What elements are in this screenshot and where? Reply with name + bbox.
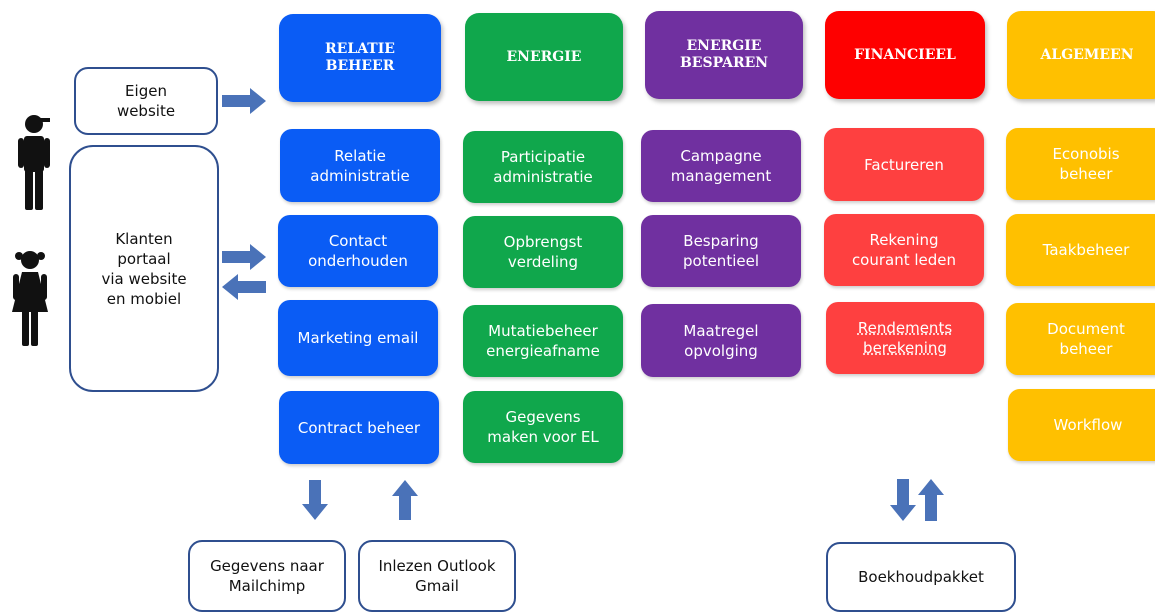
tile-taakbeheer: Taakbeheer — [1006, 214, 1155, 286]
tile-relatie-administratie: Relatie administratie — [280, 129, 440, 202]
tile-participatie-administratie: Participatie administratie — [463, 131, 623, 203]
tile-econobis-beheer: Econobis beheer — [1006, 128, 1155, 200]
header-algemeen: ALGEMEEN — [1007, 11, 1155, 99]
klanten-portaal-box: Klanten portaal via website en mobiel — [69, 145, 219, 392]
arrow-down-icon — [302, 480, 328, 520]
tile-factureren: Factureren — [824, 128, 984, 201]
arrow-right-icon — [222, 244, 266, 270]
header-financieel: FINANCIEEL — [825, 11, 985, 99]
header-energie: ENERGIE — [465, 13, 623, 101]
arrow-down-icon — [890, 479, 916, 521]
tile-contact-onderhouden: Contact onderhouden — [278, 215, 438, 287]
tile-besparing-potentieel: Besparing potentieel — [641, 215, 801, 287]
tile-rendements-berekening: Rendements berekening — [826, 302, 984, 374]
tile-document-beheer: Document beheer — [1006, 303, 1155, 375]
tile-marketing-email: Marketing email — [278, 300, 438, 376]
arrow-up-icon — [392, 480, 418, 520]
tile-contract-beheer: Contract beheer — [279, 391, 439, 464]
arrow-up-icon — [918, 479, 944, 521]
eigen-website-box: Eigen website — [74, 67, 218, 135]
man-icon — [18, 115, 50, 210]
arrow-left-icon — [222, 274, 266, 300]
tile-workflow: Workflow — [1008, 389, 1155, 461]
tile-campagne-management: Campagne management — [641, 130, 801, 202]
tile-maatregel-opvolging: Maatregel opvolging — [641, 304, 801, 377]
header-relatie-beheer: RELATIE BEHEER — [279, 14, 441, 102]
tile-mutatiebeheer: Mutatiebeheer energieafname — [463, 305, 623, 377]
arrow-right-icon — [222, 88, 266, 114]
header-energie-besparen: ENERGIE BESPAREN — [645, 11, 803, 99]
mailchimp-box: Gegevens naar Mailchimp — [188, 540, 346, 612]
boekhoudpakket-box: Boekhoudpakket — [826, 542, 1016, 612]
woman-icon — [12, 251, 48, 346]
tile-rekening-courant: Rekening courant leden — [824, 214, 984, 286]
tile-opbrengst-verdeling: Opbrengst verdeling — [463, 216, 623, 288]
outlook-gmail-box: Inlezen Outlook Gmail — [358, 540, 516, 612]
tile-gegevens-el: Gegevens maken voor EL — [463, 391, 623, 463]
